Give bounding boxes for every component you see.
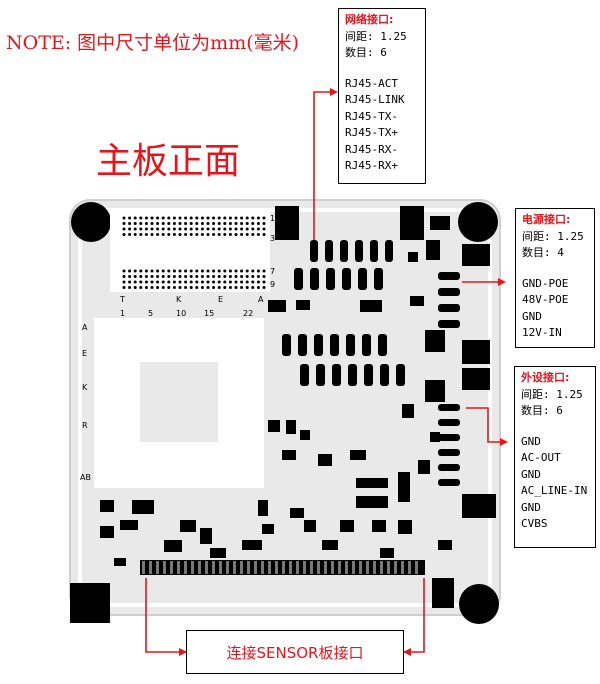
col-num-10: 10 [176, 309, 186, 318]
power-connector-pins [438, 272, 460, 328]
network-arrow-head [330, 88, 338, 96]
row-label-7: 7 [270, 267, 275, 276]
sensor-arrow-head-left [179, 648, 187, 656]
col-label-a: A [258, 295, 264, 304]
power-heading: 电源接口: [522, 213, 571, 226]
side-label-e: E [82, 349, 87, 358]
peripheral-pin: AC-OUT [521, 451, 561, 464]
peripheral-interface-box: 外设接口: 间距: 1.25 数目: 6 GND AC-OUT GND AC_L… [514, 366, 596, 548]
side-label-ab: AB [80, 473, 91, 482]
power-interface-box: 电源接口: 间距: 1.25 数目: 4 GND-POE 48V-POE GND… [515, 208, 595, 348]
row-label-1: 1 [270, 214, 275, 223]
corner-pad-bl [70, 583, 110, 623]
row-label-3: 3 [270, 234, 275, 243]
peripheral-pin: GND [521, 434, 541, 448]
network-heading: 网络接口: [345, 13, 394, 26]
col-num-15: 15 [204, 309, 214, 318]
peripheral-pitch: 间距: 1.25 [521, 387, 583, 401]
row-label-9: 9 [270, 280, 275, 289]
sensor-interface-box: 连接SENSOR板接口 [186, 630, 404, 674]
sensor-arrow-head-right [403, 648, 411, 656]
side-label-k: K [82, 383, 88, 392]
peripheral-pin: CVBS [521, 517, 548, 530]
board-front-title: 主板正面 [96, 141, 241, 182]
power-arrow-head [498, 278, 506, 286]
network-pitch: 间距: 1.25 [345, 29, 407, 43]
chip-a [275, 206, 299, 240]
power-pin: GND [522, 309, 542, 323]
top-dot-grid [122, 216, 266, 289]
mount-hole-tl [71, 202, 111, 242]
power-pitch: 间距: 1.25 [522, 229, 584, 243]
peripheral-arrow-line [466, 407, 506, 443]
col-label-k: K [176, 295, 182, 304]
power-pin: GND-POE [522, 276, 569, 290]
network-pin: RJ45-RX- [345, 142, 398, 156]
network-pin: RJ45-TX- [345, 109, 398, 123]
top-connector-area [110, 212, 270, 292]
bga-center [140, 362, 218, 442]
network-pin: RJ45-RX+ [345, 159, 398, 172]
network-connector-pins [294, 240, 393, 290]
network-count: 数目: 6 [345, 46, 387, 59]
mount-hole-tr [458, 202, 498, 242]
peripheral-connector-pins [438, 404, 460, 486]
note-text: NOTE: 图中尺寸单位为mm(毫米) [6, 32, 300, 54]
network-arrow-line [313, 91, 336, 240]
peripheral-arrow-head [500, 438, 508, 446]
peripheral-pin: GND [521, 467, 541, 481]
network-interface-box: 网络接口: 间距: 1.25 数目: 6 RJ45-ACT RJ45-LINK … [338, 8, 426, 184]
middle-pin-row [282, 334, 405, 386]
network-pin: RJ45-ACT [345, 76, 398, 90]
peripheral-count: 数目: 6 [521, 404, 563, 417]
chip-b [400, 206, 424, 240]
col-num-1: 1 [120, 309, 125, 318]
power-pin: 48V-POE [522, 293, 569, 306]
pcb-board [69, 199, 501, 616]
peripheral-pin: GND [521, 500, 541, 514]
scattered-components [100, 252, 452, 566]
peripheral-pin: AC_LINE-IN [521, 484, 588, 497]
col-label-e: E [218, 295, 223, 304]
side-label-r: R [82, 421, 88, 430]
col-label-t: T [119, 295, 125, 304]
sensor-arrow-left [145, 578, 186, 653]
mount-hole-br [459, 584, 499, 624]
network-pin: RJ45-TX+ [345, 126, 398, 139]
network-pin: RJ45-LINK [345, 93, 405, 106]
power-pin: 12V-IN [522, 326, 562, 339]
col-num-22: 22 [243, 309, 253, 318]
side-label-a: A [82, 323, 88, 332]
col-num-5: 5 [148, 309, 153, 318]
power-count: 数目: 4 [522, 246, 564, 259]
peripheral-heading: 外设接口: [521, 371, 570, 384]
